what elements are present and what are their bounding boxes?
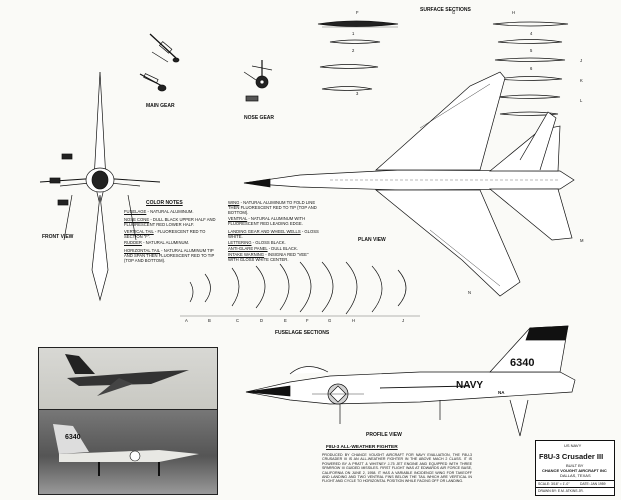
plan-marker: K xyxy=(580,78,583,83)
surface-section-number: 1 xyxy=(352,31,355,36)
wing-note: WING - NATURAL ALUMINUM TO FOLD LINE THE… xyxy=(228,200,317,215)
photo-aircraft-silhouette xyxy=(65,354,189,396)
profile-tail-code: NA xyxy=(498,390,505,395)
main-gear-title: MAIN GEAR xyxy=(146,103,175,109)
wing-note: VENTRAL - NATURAL ALUMINUM WITH FLUORESC… xyxy=(228,216,306,226)
surface-section-number: 4 xyxy=(530,31,533,36)
front-view-title: FRONT VIEW xyxy=(42,234,74,240)
wing-note: ANTI-GLARE PANEL - DULL BLACK. xyxy=(228,246,298,251)
fuselage-section-letter: F xyxy=(306,318,309,323)
color-note: RUDDER - NATURAL ALUMINUM. xyxy=(124,240,190,245)
front-view-drawing xyxy=(39,71,161,302)
wing-note: INTAKE WARNING - INSIGNIA RED "VEE" WITH… xyxy=(228,252,309,262)
title-block-maker: CHANCE VOUGHT AIRCRAFT INC xyxy=(542,468,607,473)
surface-section-number: 3 xyxy=(356,91,359,96)
title-block-aircraft: F8U-3 Crusader III xyxy=(539,452,604,461)
title-block-drawn-by: DRAWN BY: E.M. ATKINS JR. xyxy=(538,489,584,493)
plan-marker: H xyxy=(512,10,516,15)
fuselage-section-letter: C xyxy=(236,318,240,323)
plan-view-drawing xyxy=(243,71,575,297)
title-block-date: DATE: JAN 1959 xyxy=(580,482,606,486)
plan-marker: M xyxy=(580,238,584,243)
photo-on-ground: 6340 xyxy=(38,409,218,495)
plan-view-title: PLAN VIEW xyxy=(358,237,386,243)
profile-view-title: PROFILE VIEW xyxy=(366,432,402,438)
description-body: PRODUCED BY CHANCE VOUGHT AIRCRAFT FOR N… xyxy=(322,453,472,484)
surface-sections-title: SURFACE SECTIONS xyxy=(420,7,471,13)
plan-marker: L xyxy=(580,98,583,103)
surface-section-number: 6 xyxy=(530,66,533,71)
fuselage-section-letter: J xyxy=(402,318,405,323)
plan-marker: G xyxy=(452,10,456,15)
color-note: FUSELAGE - NATURAL ALUMINUM. xyxy=(124,209,194,214)
surface-section-number: 5 xyxy=(530,48,533,53)
color-note: HORIZONTAL TAIL - NATURAL ALUMINUM TIP A… xyxy=(124,248,215,263)
title-block-built-by: BUILT BY xyxy=(566,463,584,468)
surface-section-number: 2 xyxy=(352,48,355,53)
surface-sections xyxy=(317,20,569,116)
color-notes-title: COLOR NOTES xyxy=(146,200,183,206)
fuselage-section-letter: A xyxy=(185,318,188,323)
title-block-scale: SCALE: 3/16" = 1'-0" xyxy=(538,482,570,486)
nose-gear-title: NOSE GEAR xyxy=(244,115,275,121)
fuselage-section-letter: E xyxy=(284,318,287,323)
plan-marker: J xyxy=(580,58,583,63)
profile-tail-number: 6340 xyxy=(510,357,535,369)
fuselage-sections-title: FUSELAGE SECTIONS xyxy=(275,330,330,336)
fuselage-sections-drawing xyxy=(189,261,407,315)
title-block-service: US NAVY xyxy=(564,443,582,448)
photo-ground-aircraft xyxy=(53,424,199,476)
nose-gear-drawing xyxy=(243,60,273,102)
title-block-location: DALLAS, TEXAS xyxy=(560,473,591,478)
fuselage-section-letter: B xyxy=(208,318,211,323)
wing-note: LETTERING - GLOSS BLACK. xyxy=(228,240,286,245)
photo-tail-number: 6340 xyxy=(65,434,81,441)
fuselage-section-letter: H xyxy=(352,318,356,323)
wing-note: LANDING GEAR AND WHEEL WELLS - GLOSS WHI… xyxy=(228,229,319,239)
fuselage-section-letter: G xyxy=(328,318,332,323)
color-note: NOSE CONE - DULL BLACK UPPER HALF AND FL… xyxy=(124,217,216,227)
main-gear-drawing xyxy=(139,33,180,92)
title-block: US NAVY F8U-3 Crusader III BUILT BY CHAN… xyxy=(535,440,615,496)
plan-marker: N xyxy=(468,290,472,295)
profile-view-drawing xyxy=(245,325,576,437)
photo-in-flight xyxy=(38,347,218,411)
profile-service-marking: NAVY xyxy=(456,380,484,391)
fuselage-section-letter: D xyxy=(260,318,264,323)
plan-marker: F xyxy=(356,10,359,15)
description-heading: F8U-3 ALL-WEATHER FIGHTER xyxy=(326,445,398,450)
color-note: VERTICAL TAIL - FLUORESCENT RED TO SECTI… xyxy=(124,229,206,239)
